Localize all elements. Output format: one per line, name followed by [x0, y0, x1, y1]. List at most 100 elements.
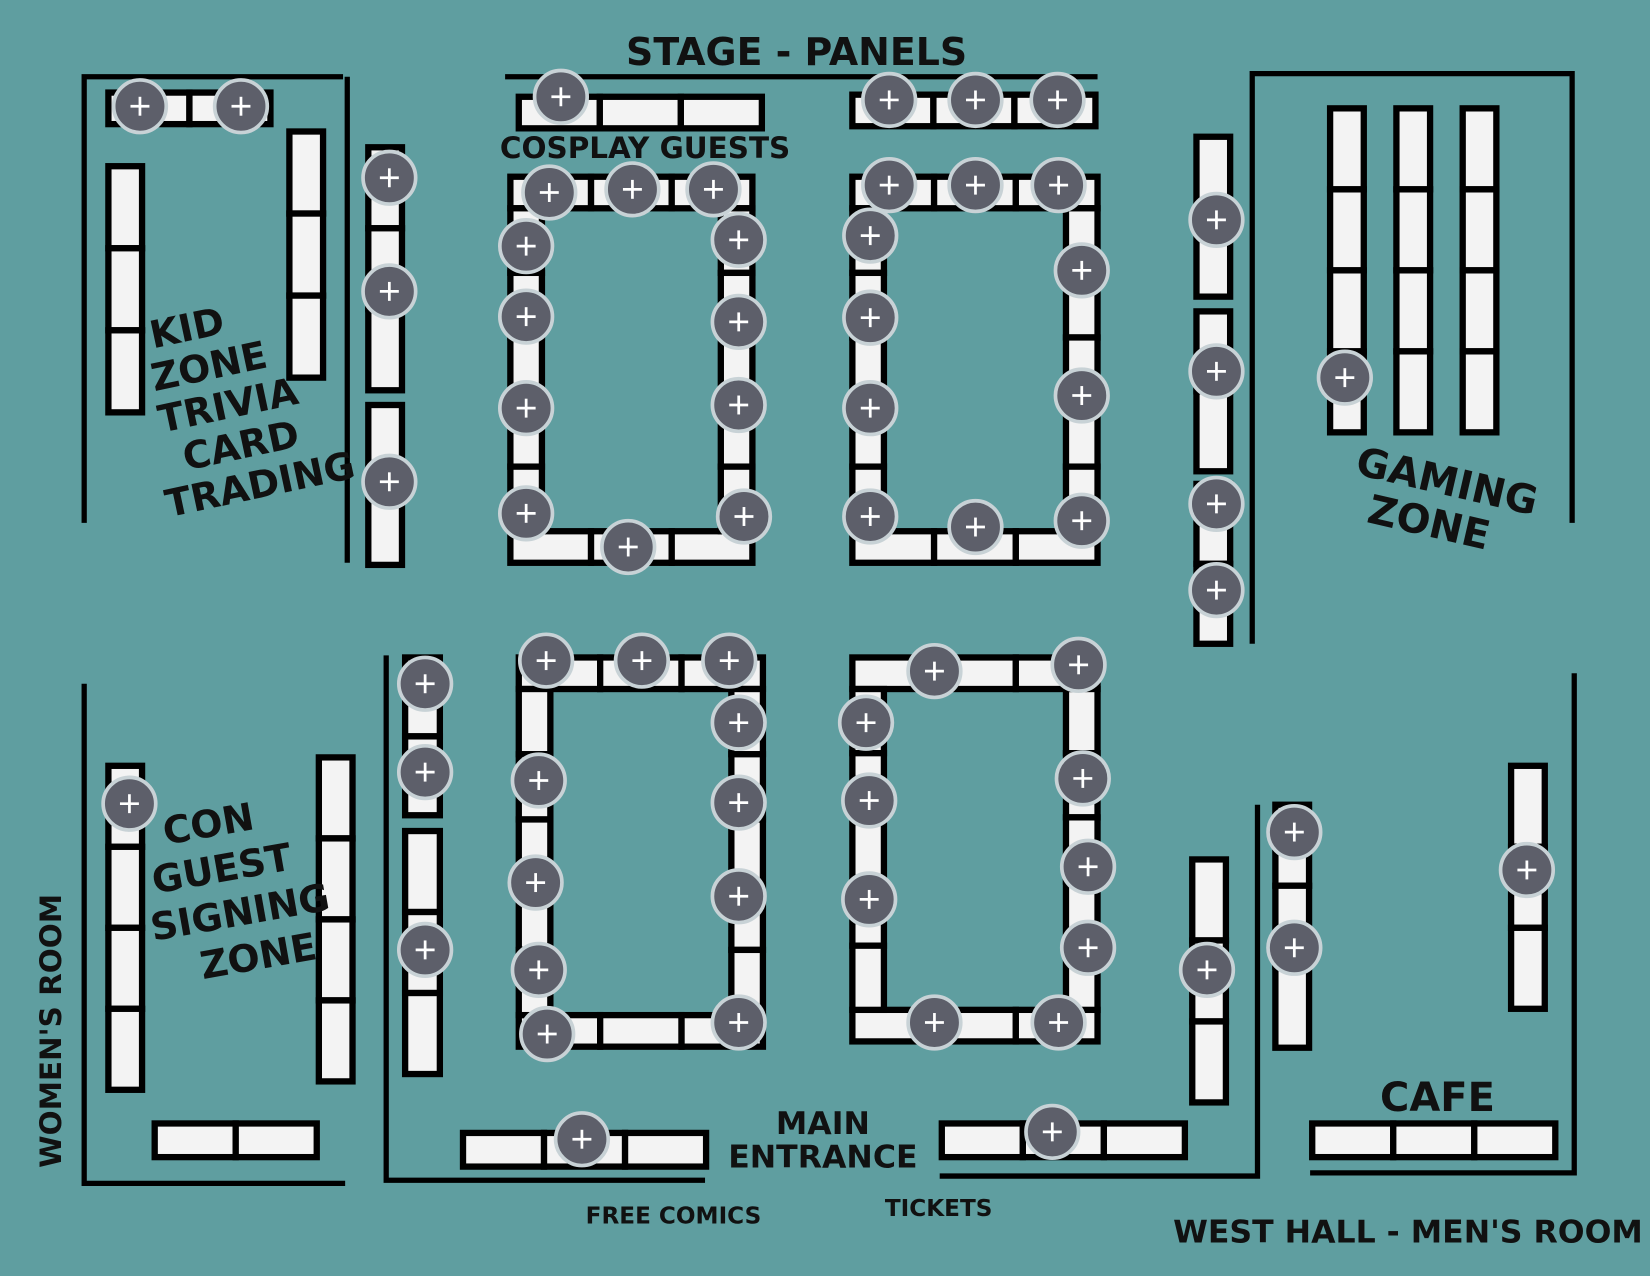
booth-pin[interactable]: [1030, 994, 1087, 1051]
plus-icon: [516, 503, 536, 523]
plus-icon: [860, 398, 880, 418]
booth-pin[interactable]: [906, 642, 963, 700]
plus-icon: [1206, 580, 1226, 600]
booth-pin[interactable]: [1266, 803, 1323, 861]
booth-pin[interactable]: [521, 164, 578, 221]
booth-pin[interactable]: [906, 994, 963, 1051]
booth-pin[interactable]: [497, 288, 555, 345]
plus-icon: [729, 312, 749, 332]
booth-pin[interactable]: [532, 68, 590, 125]
booth-pin[interactable]: [361, 149, 418, 206]
booth-pin[interactable]: [553, 1111, 611, 1168]
booth-pin[interactable]: [710, 694, 767, 751]
booth-pin[interactable]: [841, 871, 898, 928]
booth-pin[interactable]: [842, 488, 899, 545]
plus-icon: [703, 179, 723, 199]
booth-pin[interactable]: [1188, 561, 1245, 619]
booth-pin[interactable]: [497, 380, 555, 437]
booth-pin[interactable]: [519, 1005, 576, 1063]
booth-pin[interactable]: [1053, 367, 1110, 424]
booth-pin[interactable]: [842, 207, 899, 264]
gaming-zone-label: GAMING ZONE: [1352, 439, 1542, 560]
booth-pin[interactable]: [1266, 919, 1323, 976]
booth-pin[interactable]: [1316, 349, 1373, 406]
plus-icon: [1206, 361, 1226, 381]
booth-pin[interactable]: [715, 488, 773, 545]
plus-icon: [516, 307, 536, 327]
booth-pin[interactable]: [101, 775, 158, 832]
table: [105, 924, 146, 1012]
table: [401, 989, 444, 1078]
table: [596, 93, 684, 132]
booth-pin[interactable]: [701, 632, 758, 689]
table: [1393, 186, 1434, 274]
plus-icon: [379, 472, 399, 492]
booth-pin[interactable]: [507, 854, 564, 911]
table: [105, 843, 146, 931]
plus-icon: [1072, 511, 1092, 531]
table: [105, 245, 146, 334]
plus-icon: [379, 168, 399, 188]
booth-pin[interactable]: [1059, 919, 1117, 976]
booth-pin[interactable]: [1050, 636, 1107, 693]
booth-pin[interactable]: [604, 161, 661, 218]
plus-icon: [1072, 386, 1092, 405]
plus-icon: [1078, 857, 1098, 877]
booth-pin[interactable]: [947, 498, 1004, 556]
booth-pin[interactable]: [361, 263, 418, 320]
booth-pin[interactable]: [841, 772, 898, 829]
plus-icon: [860, 308, 880, 328]
booth-pin[interactable]: [497, 485, 555, 542]
table: [515, 685, 554, 758]
table: [286, 210, 327, 299]
booth-pin[interactable]: [517, 632, 575, 689]
booth-pin[interactable]: [396, 743, 454, 801]
booth-pin[interactable]: [710, 376, 767, 434]
table: [1193, 388, 1234, 475]
table: [1326, 186, 1367, 274]
booth-pin[interactable]: [111, 78, 169, 135]
table: [849, 942, 888, 1014]
booth-pin[interactable]: [837, 694, 895, 751]
booth-pin[interactable]: [1188, 191, 1245, 248]
plus-icon: [1049, 1013, 1069, 1032]
booth-pin[interactable]: [396, 921, 454, 979]
booth-pin[interactable]: [842, 380, 899, 437]
booth-pin[interactable]: [1498, 841, 1556, 899]
booth-pin[interactable]: [1054, 750, 1111, 807]
booth-pin[interactable]: [1053, 242, 1110, 299]
booth-pin[interactable]: [842, 289, 899, 346]
booth-pin[interactable]: [361, 453, 418, 510]
booth-pin[interactable]: [1029, 71, 1086, 129]
booth-pin[interactable]: [1059, 838, 1117, 895]
booth-pin[interactable]: [613, 632, 671, 689]
booth-pin[interactable]: [600, 518, 657, 576]
plus-icon: [856, 713, 876, 733]
table: [286, 128, 327, 217]
booth-pin[interactable]: [947, 71, 1004, 129]
booth-pin[interactable]: [1030, 157, 1087, 214]
booth-pin[interactable]: [861, 71, 918, 129]
booth-pin[interactable]: [1024, 1103, 1081, 1161]
booth-pin[interactable]: [710, 868, 767, 925]
booth-pin[interactable]: [685, 161, 742, 218]
booth-pin[interactable]: [1188, 343, 1245, 400]
booth-pin[interactable]: [710, 774, 767, 831]
booth-pin[interactable]: [1053, 492, 1110, 549]
booth-pin[interactable]: [510, 941, 567, 999]
booth-pin[interactable]: [396, 655, 454, 712]
booth-pin[interactable]: [710, 293, 767, 351]
booth-pin[interactable]: [947, 157, 1004, 214]
booth-pin[interactable]: [497, 218, 555, 275]
booth-pin[interactable]: [710, 994, 767, 1051]
booth-pins: [101, 68, 1556, 1168]
booth-pin[interactable]: [1188, 475, 1245, 533]
booth-pin[interactable]: [212, 78, 270, 135]
booth-pin[interactable]: [510, 752, 567, 809]
table: [315, 916, 356, 1004]
booth-pin[interactable]: [1178, 941, 1236, 999]
plus-icon: [1197, 960, 1217, 980]
booth-pin[interactable]: [710, 211, 767, 268]
booth-pin[interactable]: [861, 157, 918, 214]
plus-icon: [860, 507, 880, 526]
